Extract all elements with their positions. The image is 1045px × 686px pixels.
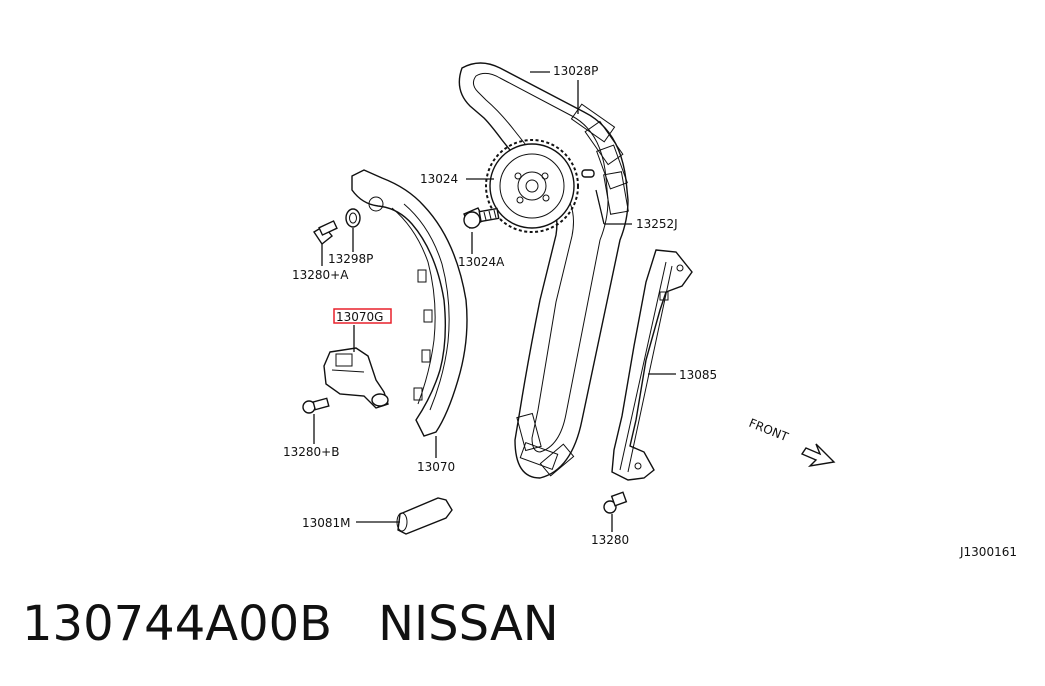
bolt-13280b [302, 397, 330, 414]
label-front: FRONT [747, 416, 791, 445]
washer-13298p [345, 208, 361, 228]
label-13280a: 13280+A [292, 268, 349, 282]
label-13280b: 13280+B [283, 445, 339, 459]
label-13070: 13070 [417, 460, 455, 474]
brand-name: NISSAN [378, 596, 559, 652]
timing-chain [458, 62, 629, 479]
tension-guide [611, 249, 693, 481]
bolt-13024a [463, 207, 500, 229]
label-13252j: 13252J [636, 217, 678, 231]
diagram-reference: J1300161 [959, 545, 1017, 559]
highlight-box [333, 308, 392, 324]
label-13081m: 13081M [302, 516, 351, 530]
cam-sprocket [485, 139, 579, 233]
label-13280: 13280 [591, 533, 629, 547]
label-13298p: 13298P [328, 252, 373, 266]
label-13024a: 13024A [458, 255, 505, 269]
slack-guide [351, 169, 468, 437]
label-13085: 13085 [679, 368, 717, 382]
part-number: 130744A00B [22, 596, 333, 652]
dowel-pin [581, 169, 595, 178]
bolt-13280 [603, 491, 628, 514]
leader-lines [313, 71, 676, 532]
bolt-13280a [313, 220, 338, 246]
plug-13081m [396, 497, 453, 535]
front-arrow-icon [800, 443, 836, 468]
label-13024: 13024 [420, 172, 458, 186]
label-13070g: 13070G [336, 310, 383, 324]
chain-tensioner [323, 347, 389, 409]
part-caption: 130744A00B NISSAN [22, 596, 559, 652]
label-13028p: 13028P [553, 64, 598, 78]
